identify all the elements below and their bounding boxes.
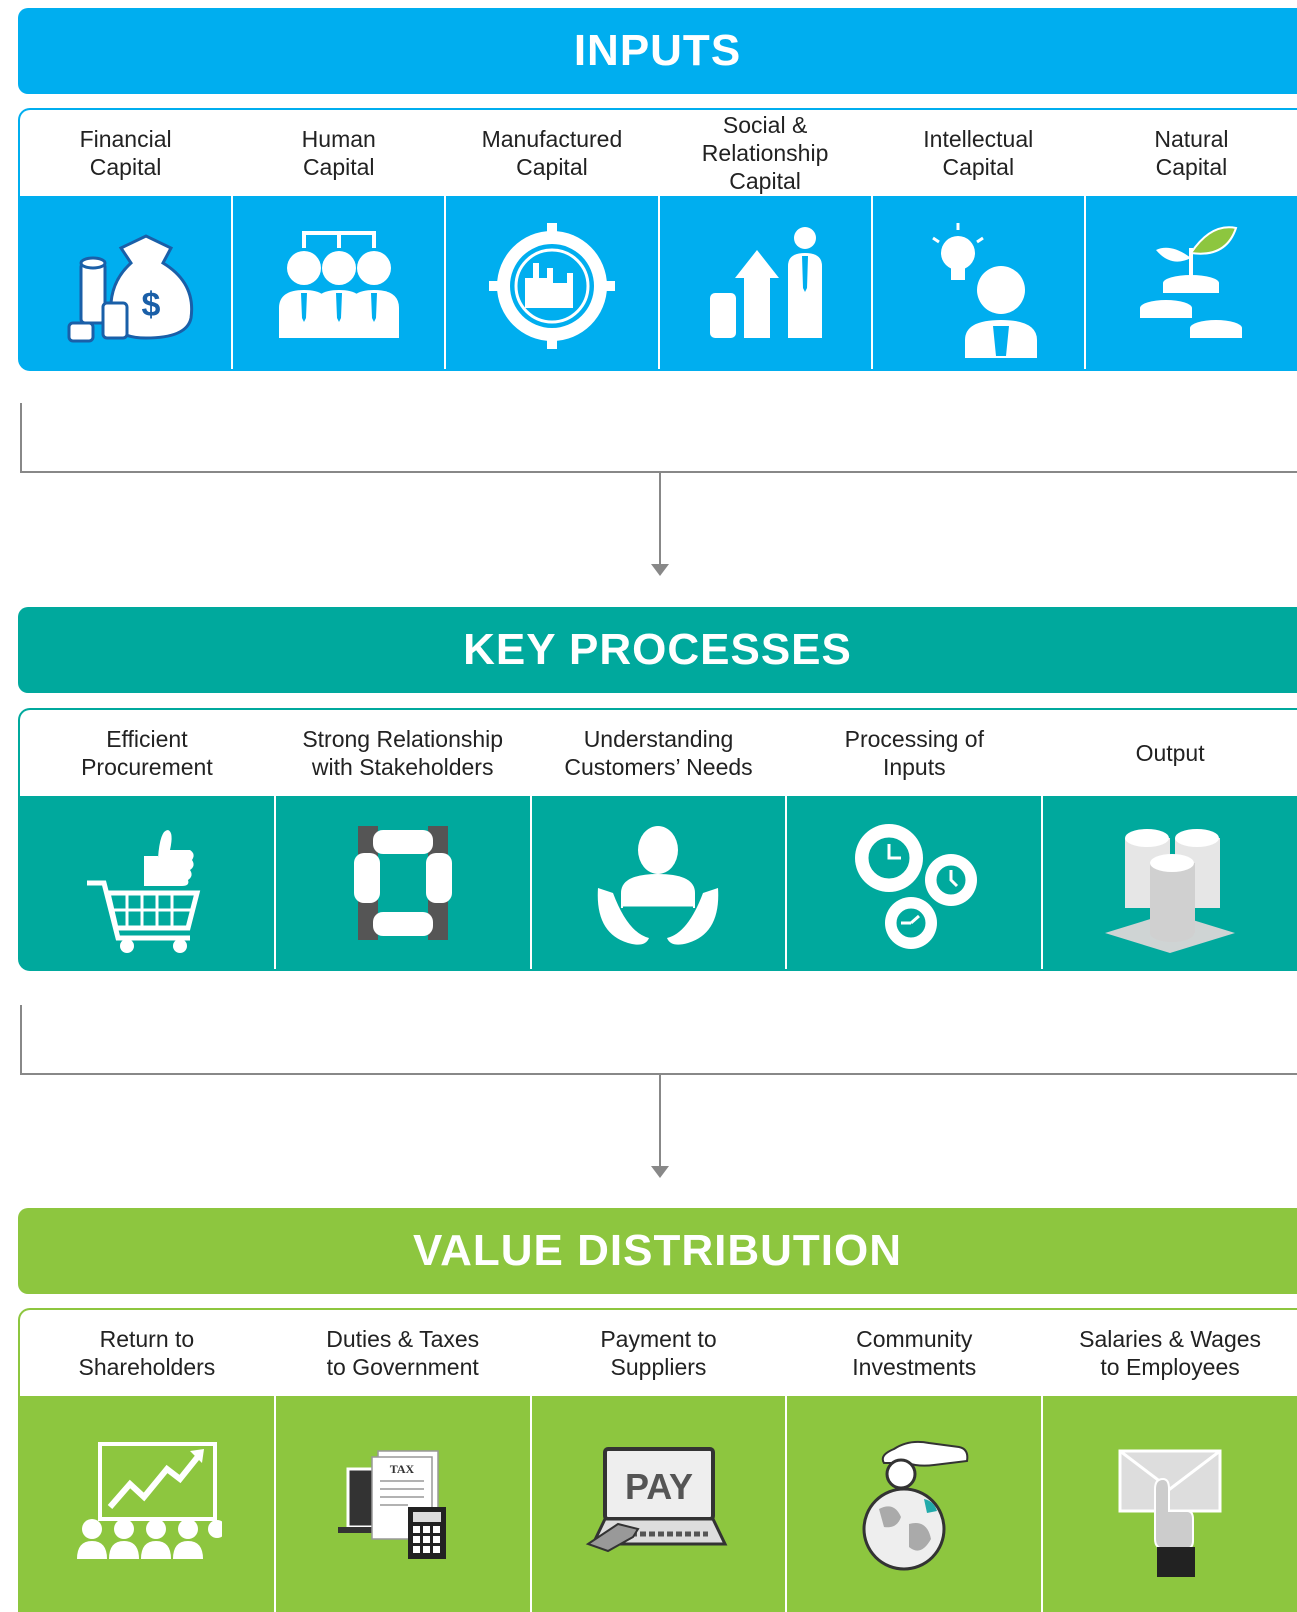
factory-gear-icon [488, 222, 615, 349]
process-label: Efficient Procurement [20, 710, 274, 796]
distribution-panel: Return to Shareholders Duties & Taxes to… [18, 1308, 1297, 1612]
input-label: Financial Capital [20, 110, 232, 196]
distribution-salaries-wages: Salaries & Wages to Employees [1043, 1310, 1297, 1612]
flow-arrow-line [659, 1075, 661, 1167]
distribution-community-investments: Community Investments [787, 1310, 1044, 1612]
team-icon [278, 230, 399, 338]
tax-text: TAX [389, 1462, 414, 1476]
distribution-label: Community Investments [787, 1310, 1042, 1396]
process-label: Processing of Inputs [787, 710, 1042, 796]
customer-hands-icon [598, 825, 719, 945]
distribution-return-shareholders: Return to Shareholders [20, 1310, 276, 1612]
tax-calculator-icon: TAX [337, 1450, 446, 1559]
process-understanding-customers: Understanding Customers’ Needs [531, 710, 788, 969]
distribution-duties-taxes: Duties & Taxes to Government TAX [275, 1310, 532, 1612]
input-label: Intellectual Capital [872, 110, 1084, 196]
globe-coin-icon [862, 1440, 969, 1571]
processes-panel: Efficient Procurement Strong Relationshi… [18, 708, 1297, 971]
distribution-label: Duties & Taxes to Government [275, 1310, 530, 1396]
process-label: Strong Relationship with Stakeholders [275, 710, 530, 796]
connector-bracket [20, 403, 1297, 473]
input-human-capital: Human Capital [233, 110, 447, 369]
input-financial-capital: Financial Capital $ [20, 110, 234, 369]
process-processing-inputs: Processing of Inputs [787, 710, 1044, 969]
input-label: Natural Capital [1085, 110, 1297, 196]
process-label: Understanding Customers’ Needs [531, 710, 786, 796]
inputs-panel: Financial Capital $ Human Capital [18, 108, 1297, 371]
gears-clock-icon [855, 823, 978, 949]
pay-text: PAY [625, 1466, 693, 1507]
process-label: Output [1043, 710, 1297, 796]
process-strong-relationship: Strong Relationship with Stakeholders [275, 710, 532, 969]
board-chart-icon [76, 1442, 222, 1559]
shopping-cart-icon [86, 829, 201, 953]
distribution-label: Return to Shareholders [20, 1310, 274, 1396]
growth-person-icon [710, 226, 823, 338]
input-intellectual-capital: Intellectual Capital [872, 110, 1086, 369]
plant-coins-icon [1140, 225, 1243, 338]
pay-laptop-icon: PAY [586, 1447, 728, 1553]
flow-arrow-line [659, 473, 661, 565]
svg-text:$: $ [141, 286, 160, 324]
input-label: Social & Relationship Capital [659, 110, 871, 196]
process-efficient-procurement: Efficient Procurement [20, 710, 276, 969]
arrow-down-icon [651, 564, 669, 576]
linked-hands-icon [353, 825, 452, 940]
distribution-banner: VALUE DISTRIBUTION [18, 1208, 1297, 1294]
processes-banner: KEY PROCESSES [18, 607, 1297, 693]
distribution-label: Salaries & Wages to Employees [1043, 1310, 1297, 1396]
input-label: Human Capital [233, 110, 445, 196]
inputs-banner: INPUTS [18, 8, 1297, 94]
distribution-payment-suppliers: Payment to Suppliers PAY [531, 1310, 788, 1612]
money-bag-icon: $ [67, 233, 193, 342]
input-manufactured-capital: Manufactured Capital [446, 110, 660, 369]
distribution-label: Payment to Suppliers [531, 1310, 786, 1396]
connector-bracket [20, 1005, 1297, 1075]
barrels-icon [1105, 828, 1236, 953]
input-natural-capital: Natural Capital [1085, 110, 1297, 369]
envelope-hand-icon [1118, 1449, 1222, 1577]
process-output: Output [1043, 710, 1297, 969]
input-social-relationship-capital: Social & Relationship Capital [659, 110, 873, 369]
idea-person-icon [932, 222, 1038, 358]
arrow-down-icon [651, 1166, 669, 1178]
input-label: Manufactured Capital [446, 110, 658, 196]
